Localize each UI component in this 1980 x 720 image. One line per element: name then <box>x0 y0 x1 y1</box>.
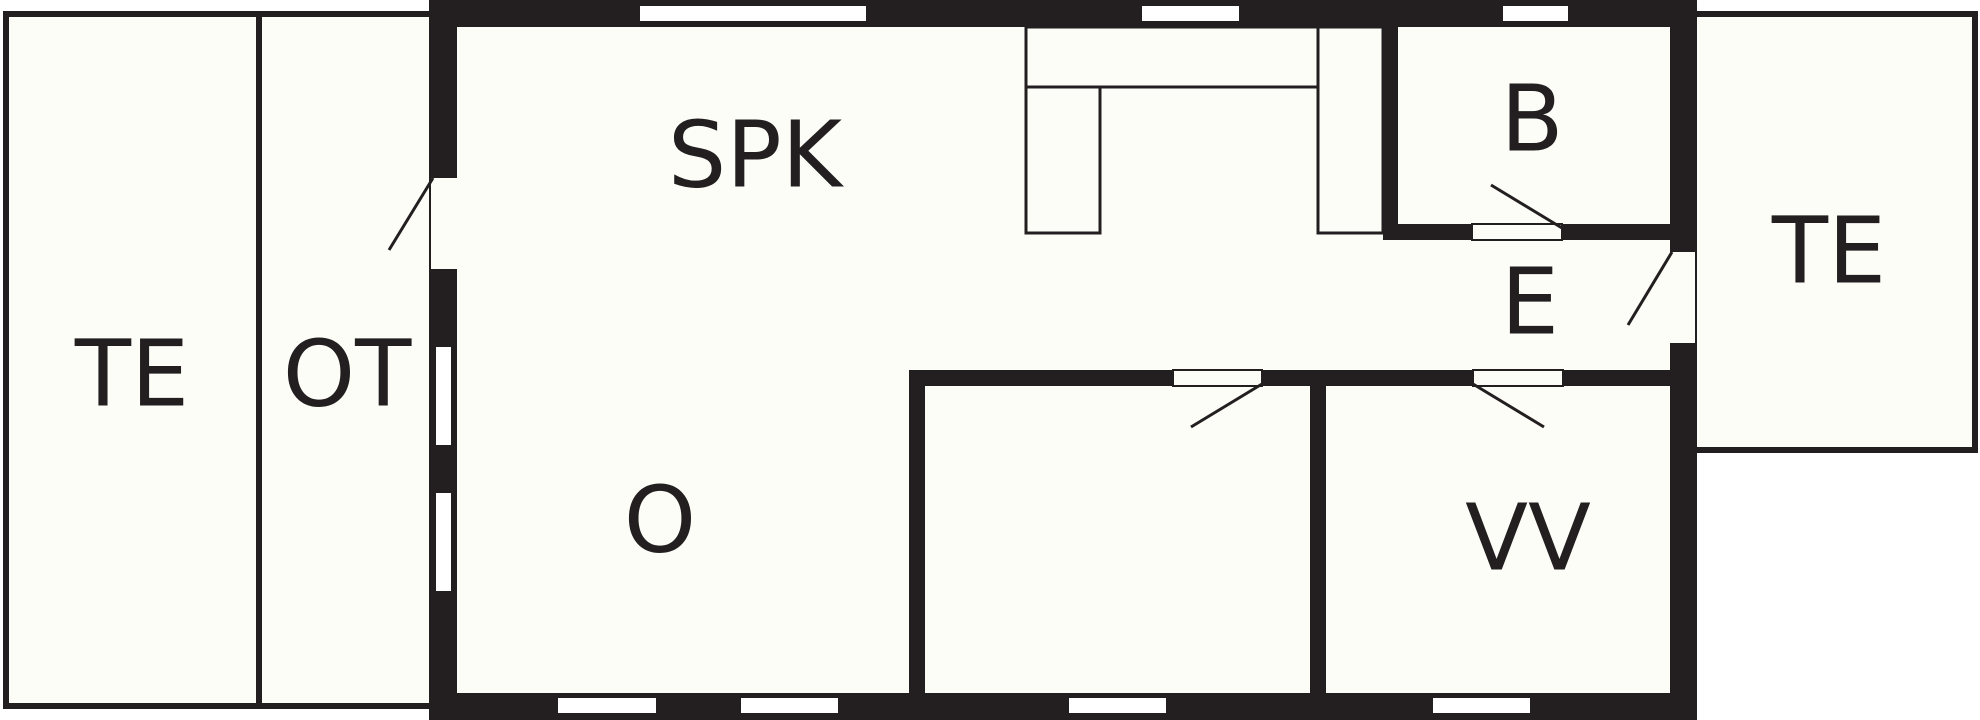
counter-cabinet <box>1024 85 1102 235</box>
window-top-3 <box>1501 4 1570 23</box>
window-bottom-4 <box>1431 696 1532 715</box>
room-label-storage: VV <box>1465 484 1591 591</box>
terrace-right-area <box>1687 11 1978 453</box>
room-labels: TE OT SPK O B E VV TE <box>74 65 1886 591</box>
house-outer-wall <box>429 0 1697 720</box>
room-label-terrace-right: TE <box>1771 197 1886 304</box>
window-left-2 <box>434 491 453 593</box>
window-bottom-3 <box>1067 696 1168 715</box>
door-swing-bathroom <box>1490 183 1563 230</box>
room-label-hall: E <box>1501 248 1559 355</box>
window-left-1 <box>434 345 453 447</box>
door-swing-hall <box>1626 251 1674 326</box>
door-swing-storage <box>1472 382 1545 429</box>
room-label-kitchen-living: SPK <box>668 101 845 208</box>
window-top-2 <box>1140 4 1241 23</box>
room-label-bathroom: B <box>1500 65 1563 172</box>
room-label-covered-terrace: OT <box>283 320 412 427</box>
window-bottom-2 <box>739 696 840 715</box>
kitchen-counters <box>1024 25 1385 235</box>
door-swing-entrance <box>387 177 435 251</box>
door-swings <box>387 177 1674 429</box>
windows <box>434 4 1570 715</box>
covered-terrace-area <box>256 11 438 709</box>
door-thresholds <box>1172 223 1564 387</box>
room-label-terrace-left: TE <box>74 320 189 427</box>
counter-tall-unit <box>1316 25 1385 235</box>
door-swing-middle-room <box>1190 382 1263 429</box>
terrace-left-area <box>3 11 262 709</box>
door-openings <box>431 178 1695 386</box>
window-bottom-1 <box>556 696 658 715</box>
window-top-1 <box>638 4 868 23</box>
room-label-living: O <box>624 466 696 573</box>
